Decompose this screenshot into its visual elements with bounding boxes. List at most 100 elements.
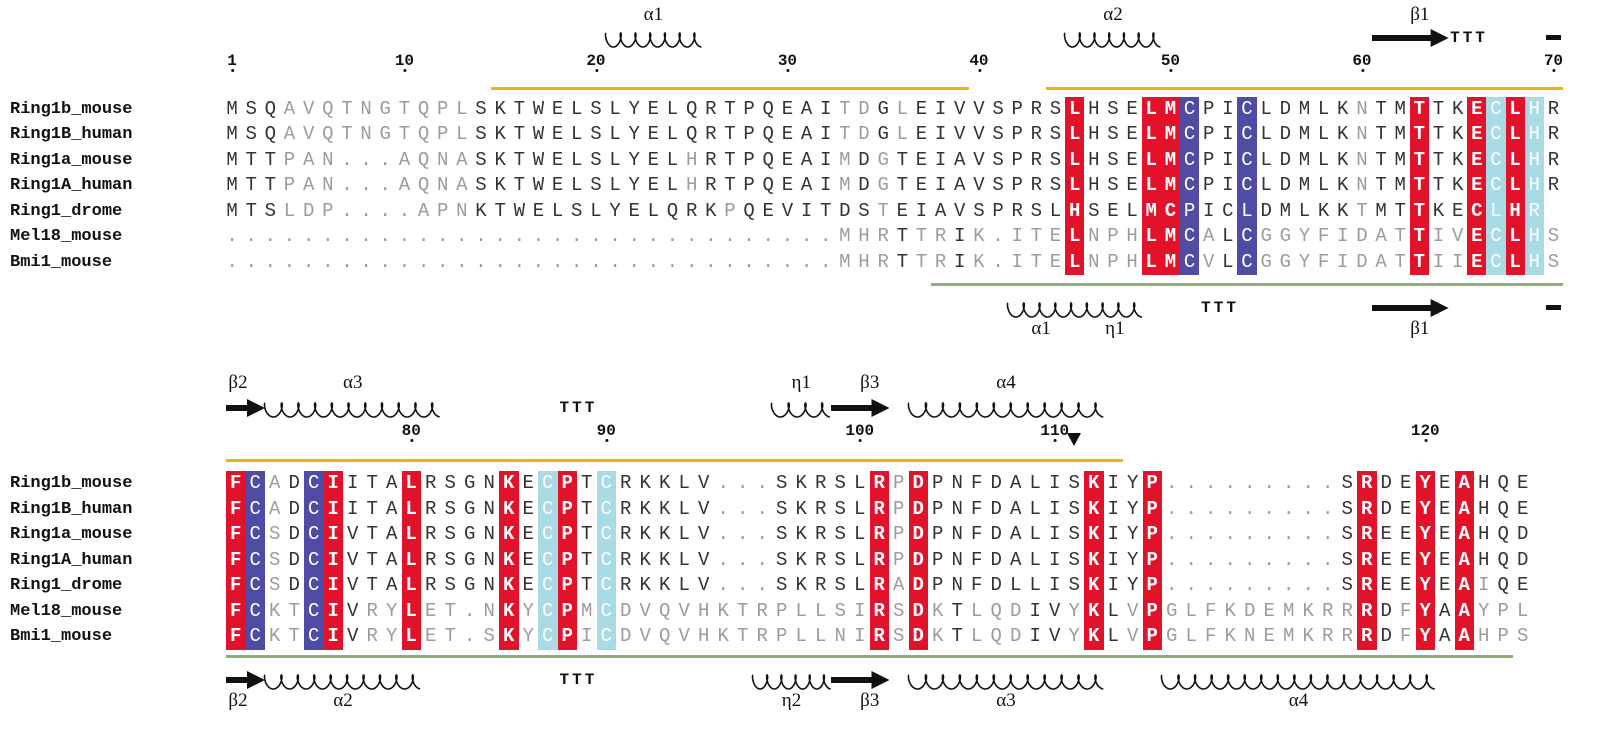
residue: R: [1357, 598, 1377, 624]
strand-arrow-head: [1430, 29, 1449, 47]
residue: .: [513, 250, 526, 273]
residue: L: [401, 471, 421, 497]
residue: D: [1279, 174, 1292, 196]
residue: Y: [1127, 574, 1139, 596]
residue: V: [347, 574, 359, 596]
ruler-tick-dot: [605, 439, 609, 442]
helix-path: [263, 402, 440, 418]
residue: K: [475, 199, 487, 222]
residue: Q: [685, 97, 698, 120]
residue: N: [483, 523, 495, 545]
residue: L: [1317, 97, 1330, 120]
residue: H: [1478, 625, 1490, 647]
residue: T: [581, 574, 593, 596]
residue: Y: [1415, 471, 1435, 497]
residue: V: [698, 523, 710, 545]
residue: K: [269, 599, 281, 622]
sequence-name: Mel18_mouse: [10, 601, 123, 621]
residue: T: [245, 199, 257, 222]
residue: I: [1203, 199, 1215, 222]
residue: D: [858, 123, 870, 145]
residue: M: [1394, 174, 1406, 196]
residue: K: [717, 625, 729, 647]
residue: D: [1380, 472, 1392, 494]
residue: L: [1049, 199, 1062, 222]
residue: .: [571, 225, 583, 247]
residue: .: [743, 225, 755, 247]
residue: K: [269, 625, 281, 647]
residue: R: [869, 471, 889, 497]
residue: R: [815, 548, 827, 571]
residue: E: [1107, 199, 1119, 222]
residue: M: [839, 225, 851, 247]
residue: .: [341, 148, 353, 171]
residue: Q: [762, 174, 774, 196]
residue: .: [1244, 574, 1256, 596]
residue: Q: [1497, 523, 1509, 545]
residue: C: [245, 547, 265, 573]
residue: P: [893, 523, 905, 545]
residue: P: [1203, 174, 1215, 196]
residue: M: [1375, 199, 1387, 222]
residue: .: [360, 148, 372, 171]
residue: S: [475, 123, 487, 145]
residue: E: [915, 174, 928, 196]
residue: Y: [522, 599, 534, 622]
residue: P: [932, 523, 944, 545]
residue: P: [437, 199, 449, 222]
residue: S: [1341, 497, 1353, 520]
residue: M: [1160, 96, 1180, 122]
residue: I: [800, 199, 813, 222]
residue: S: [269, 548, 281, 571]
residue: N: [437, 148, 449, 171]
residue: R: [705, 123, 717, 145]
residue: E: [781, 174, 794, 196]
residue: P: [1011, 123, 1023, 145]
strand-arrow-icon: [830, 399, 889, 417]
residue: E: [781, 123, 794, 145]
residue: T: [724, 174, 736, 196]
residue: R: [1547, 174, 1560, 196]
residue: I: [820, 123, 832, 145]
residue: .: [1166, 574, 1178, 596]
ruler-number: 110: [1040, 422, 1070, 442]
residue: R: [869, 598, 889, 624]
ruler-tick-dot: [231, 69, 235, 72]
residue: T: [1030, 225, 1043, 247]
residue: L: [1505, 224, 1525, 250]
residue: T: [341, 123, 353, 145]
residue: V: [973, 123, 985, 145]
residue: K: [494, 123, 506, 145]
residue: E: [628, 199, 640, 222]
residue: P: [1203, 97, 1215, 120]
residue: G: [464, 472, 476, 494]
residue: Y: [1478, 599, 1490, 622]
residue: C: [1180, 224, 1200, 250]
residue: .: [717, 523, 729, 545]
residue: H: [1524, 173, 1544, 199]
residue: .: [302, 225, 315, 247]
residue: V: [973, 148, 985, 171]
residue: R: [425, 497, 437, 520]
residue: F: [1205, 599, 1217, 622]
residue: L: [678, 548, 690, 571]
residue: V: [973, 97, 985, 120]
residue: Q: [666, 199, 679, 222]
residue: Q: [743, 199, 755, 222]
residue: P: [724, 199, 736, 222]
residue: L: [1505, 173, 1525, 199]
residue: A: [417, 199, 430, 222]
residue: L: [795, 625, 807, 647]
residue: Y: [1415, 522, 1435, 548]
residue: K: [717, 599, 729, 622]
residue: S: [590, 174, 602, 196]
residue: R: [1357, 624, 1377, 650]
residue: L: [1317, 174, 1330, 196]
residue: P: [1142, 496, 1162, 522]
residue: .: [494, 225, 506, 247]
residue: K: [499, 598, 519, 624]
ruler-number: 50: [1160, 52, 1181, 72]
ruler-number: 20: [586, 52, 606, 72]
residue: P: [557, 522, 577, 548]
